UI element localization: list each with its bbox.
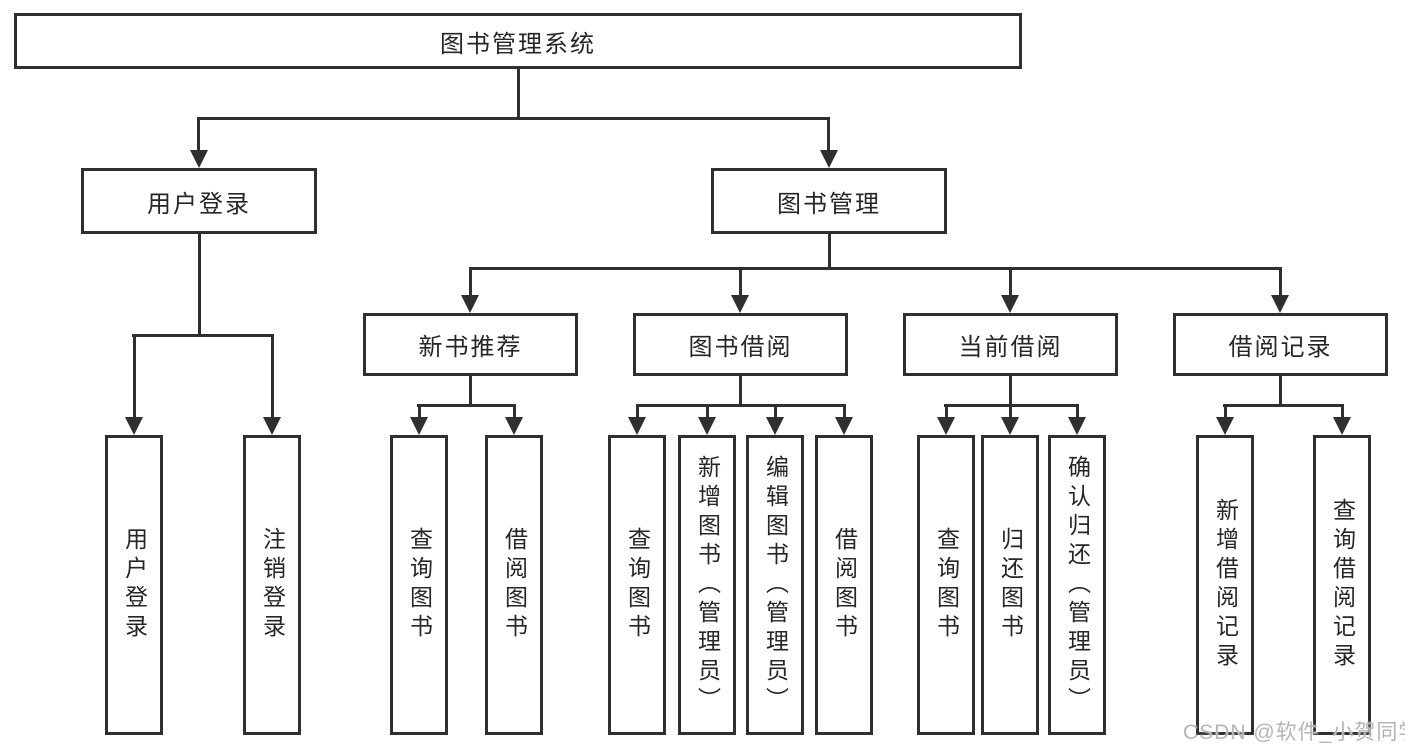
connector-line bbox=[739, 267, 742, 299]
node-user-login: 用户登录 bbox=[81, 168, 317, 234]
node-borrowing-records: 借阅记录 bbox=[1173, 313, 1388, 376]
arrowhead-down-icon bbox=[410, 417, 428, 435]
node-current-borrowing: 当前借阅 bbox=[903, 313, 1118, 376]
arrowhead-down-icon bbox=[461, 295, 479, 313]
arrowhead-down-icon bbox=[1216, 417, 1234, 435]
connector-line bbox=[1076, 404, 1079, 421]
connector-line bbox=[739, 376, 742, 407]
connector-line bbox=[706, 404, 709, 421]
leaf-edit-book-admin: 编辑图书（管理员） bbox=[746, 435, 804, 735]
connector-line bbox=[1224, 404, 1227, 421]
node-new-book-recommend: 新书推荐 bbox=[363, 313, 578, 376]
leaf-borrow-books-recommend: 借阅图书 bbox=[485, 435, 543, 735]
connector-line bbox=[417, 404, 516, 407]
connector-line bbox=[636, 404, 845, 407]
connector-line bbox=[198, 234, 201, 337]
arrowhead-down-icon bbox=[698, 417, 716, 435]
connector-line bbox=[828, 234, 831, 270]
node-book-borrowing: 图书借阅 bbox=[633, 313, 848, 376]
arrowhead-down-icon bbox=[731, 295, 749, 313]
leaf-query-books-current: 查询图书 bbox=[917, 435, 975, 735]
connector-line bbox=[469, 376, 472, 407]
arrowhead-down-icon bbox=[263, 417, 281, 435]
connector-line bbox=[1279, 267, 1282, 299]
leaf-logout: 注销登录 bbox=[243, 435, 301, 735]
connector-line bbox=[945, 404, 948, 421]
connector-line bbox=[1009, 267, 1012, 299]
connector-line bbox=[1279, 376, 1282, 407]
connector-line bbox=[636, 404, 639, 421]
connector-line bbox=[513, 404, 516, 421]
connector-line bbox=[418, 404, 421, 421]
connector-line bbox=[517, 69, 520, 120]
node-library-system: 图书管理系统 bbox=[14, 13, 1022, 69]
arrowhead-down-icon bbox=[1271, 295, 1289, 313]
leaf-add-book-admin: 新增图书（管理员） bbox=[678, 435, 736, 735]
arrowhead-down-icon bbox=[1068, 417, 1086, 435]
node-book-management: 图书管理 bbox=[711, 168, 947, 234]
connector-line bbox=[271, 334, 274, 421]
connector-line bbox=[843, 404, 846, 421]
leaf-query-books-borrowing: 查询图书 bbox=[608, 435, 666, 735]
connector-line bbox=[1341, 404, 1344, 421]
arrowhead-down-icon bbox=[125, 417, 143, 435]
arrowhead-down-icon bbox=[505, 417, 523, 435]
leaf-add-borrow-record: 新增借阅记录 bbox=[1196, 435, 1254, 735]
arrowhead-down-icon bbox=[1001, 417, 1019, 435]
connector-line bbox=[133, 334, 136, 421]
leaf-query-books-recommend: 查询图书 bbox=[390, 435, 448, 735]
connector-line bbox=[197, 117, 200, 153]
leaf-user-login: 用户登录 bbox=[105, 435, 163, 735]
arrowhead-down-icon bbox=[190, 150, 208, 168]
leaf-query-borrow-record: 查询借阅记录 bbox=[1313, 435, 1371, 735]
connector-line bbox=[132, 334, 274, 337]
arrowhead-down-icon bbox=[937, 417, 955, 435]
connector-line bbox=[827, 117, 830, 153]
arrowhead-down-icon bbox=[628, 417, 646, 435]
connector-line bbox=[1009, 404, 1012, 421]
arrowhead-down-icon bbox=[1333, 417, 1351, 435]
leaf-confirm-return-admin: 确认归还（管理员） bbox=[1048, 435, 1106, 735]
csdn-watermark: CSDN @软件_小贺同学 bbox=[1183, 721, 1405, 744]
connector-line bbox=[469, 267, 472, 299]
arrowhead-down-icon bbox=[820, 150, 838, 168]
arrowhead-down-icon bbox=[766, 417, 784, 435]
connector-line bbox=[774, 404, 777, 421]
arrowhead-down-icon bbox=[1001, 295, 1019, 313]
leaf-return-book: 归还图书 bbox=[981, 435, 1039, 735]
leaf-borrow-books-borrowing: 借阅图书 bbox=[815, 435, 873, 735]
connector-line bbox=[197, 117, 830, 120]
arrowhead-down-icon bbox=[835, 417, 853, 435]
connector-line bbox=[469, 267, 1282, 270]
connector-line bbox=[1223, 404, 1344, 407]
connector-line bbox=[1009, 376, 1012, 407]
